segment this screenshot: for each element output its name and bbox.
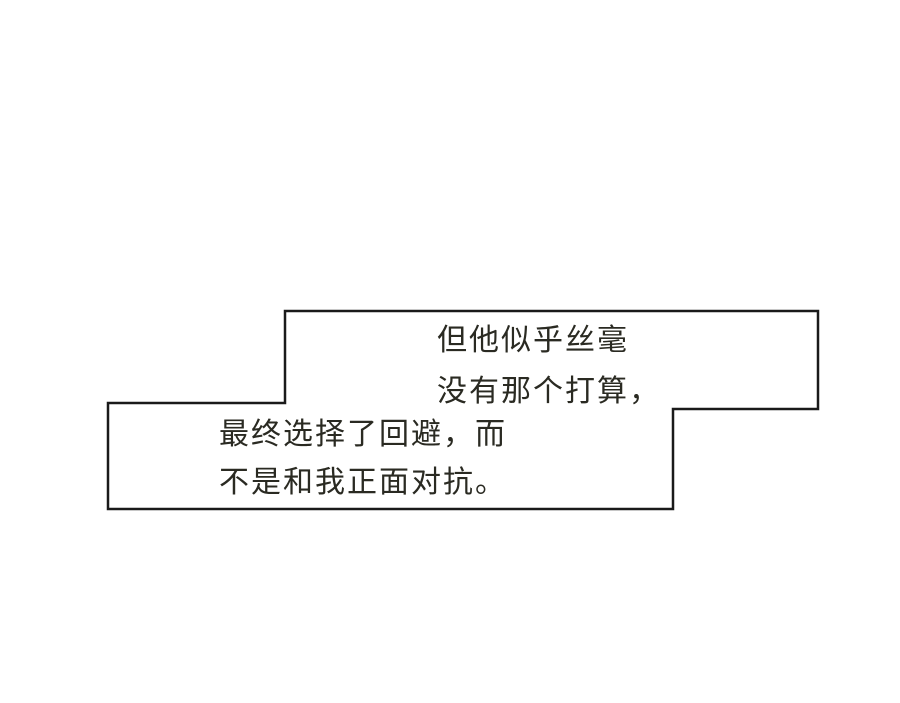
caption-line-3: 最终选择了回避，而 (219, 417, 507, 452)
caption-box-outline (106, 309, 820, 511)
caption-line-2: 没有那个打算， (437, 374, 661, 409)
caption-line-1: 但他似乎丝毫 (437, 323, 629, 358)
caption-line-4: 不是和我正面对抗。 (219, 465, 507, 500)
